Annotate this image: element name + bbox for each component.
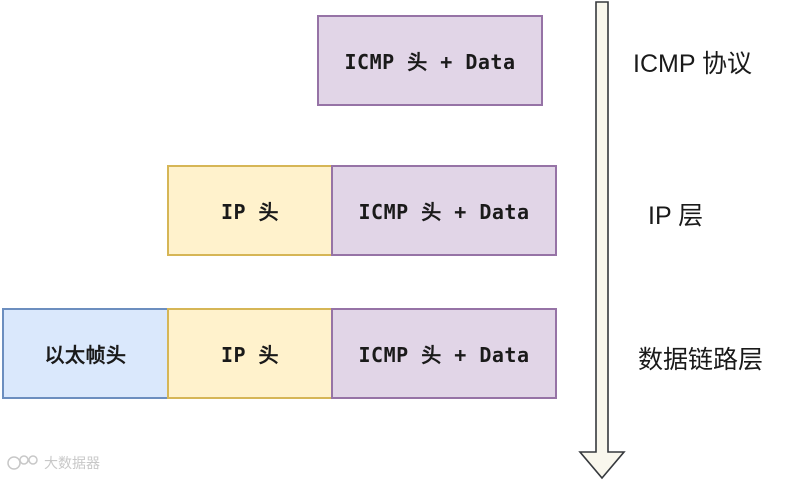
ip-header-box: IP 头	[167, 165, 333, 256]
wechat-logo-icon	[7, 455, 38, 470]
ethernet-header-label: 以太帧头	[44, 343, 127, 367]
ethernet-header-box: 以太帧头	[2, 308, 169, 399]
down-arrow-icon	[578, 1, 626, 480]
watermark-text: 大数据器	[44, 456, 100, 472]
icmp-payload-box: ICMP 头 + Data	[317, 15, 543, 106]
layer-label-link: 数据链路层	[638, 346, 764, 374]
link-ip-header-box: IP 头	[167, 308, 333, 399]
ip-payload-box: ICMP 头 + Data	[331, 165, 557, 256]
layer-label-ip: IP 层	[648, 202, 704, 230]
link-payload-box: ICMP 头 + Data	[331, 308, 557, 399]
layer-label-icmp: ICMP 协议	[633, 50, 752, 78]
ip-payload-label: ICMP 头 + Data	[358, 200, 530, 224]
link-ip-header-label: IP 头	[220, 343, 280, 367]
icmp-payload-label: ICMP 头 + Data	[344, 50, 516, 74]
watermark: 大数据器	[6, 453, 100, 473]
link-payload-label: ICMP 头 + Data	[358, 343, 530, 367]
ip-header-label: IP 头	[220, 200, 280, 224]
